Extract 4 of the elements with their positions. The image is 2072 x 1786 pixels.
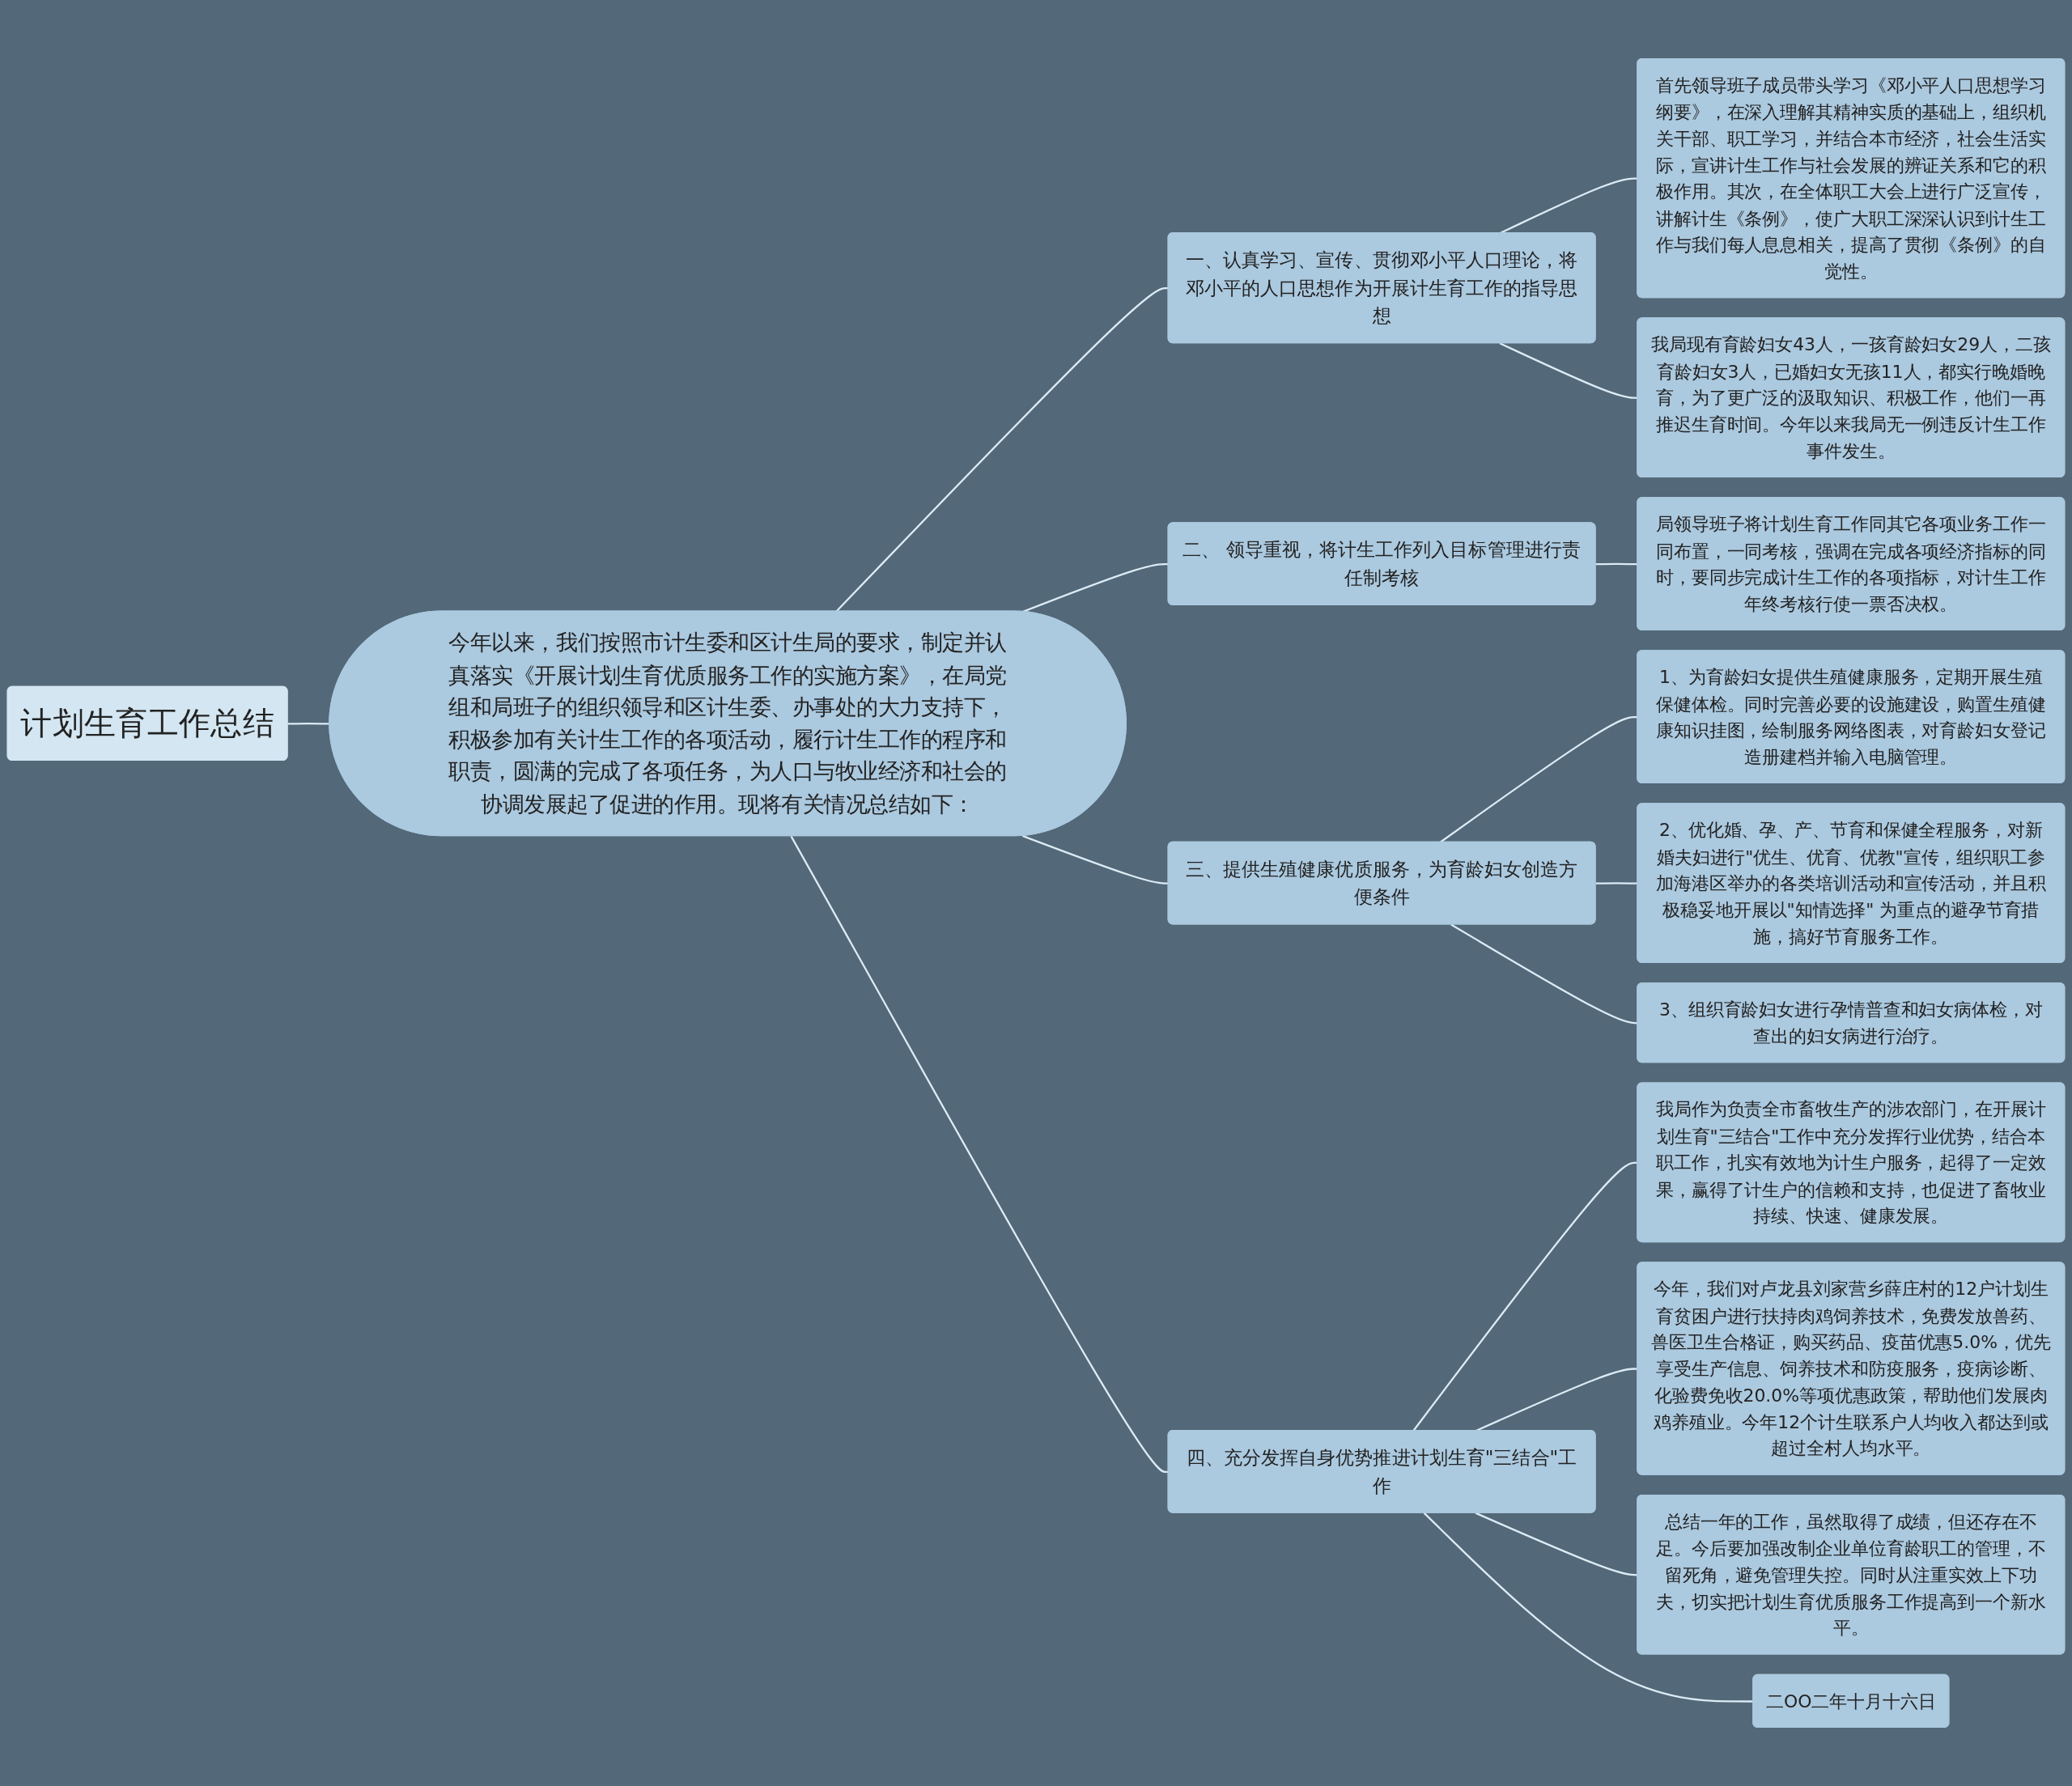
connector <box>1022 834 1169 885</box>
connector <box>790 835 1169 1474</box>
connector <box>1022 562 1169 613</box>
connector <box>835 286 1169 613</box>
